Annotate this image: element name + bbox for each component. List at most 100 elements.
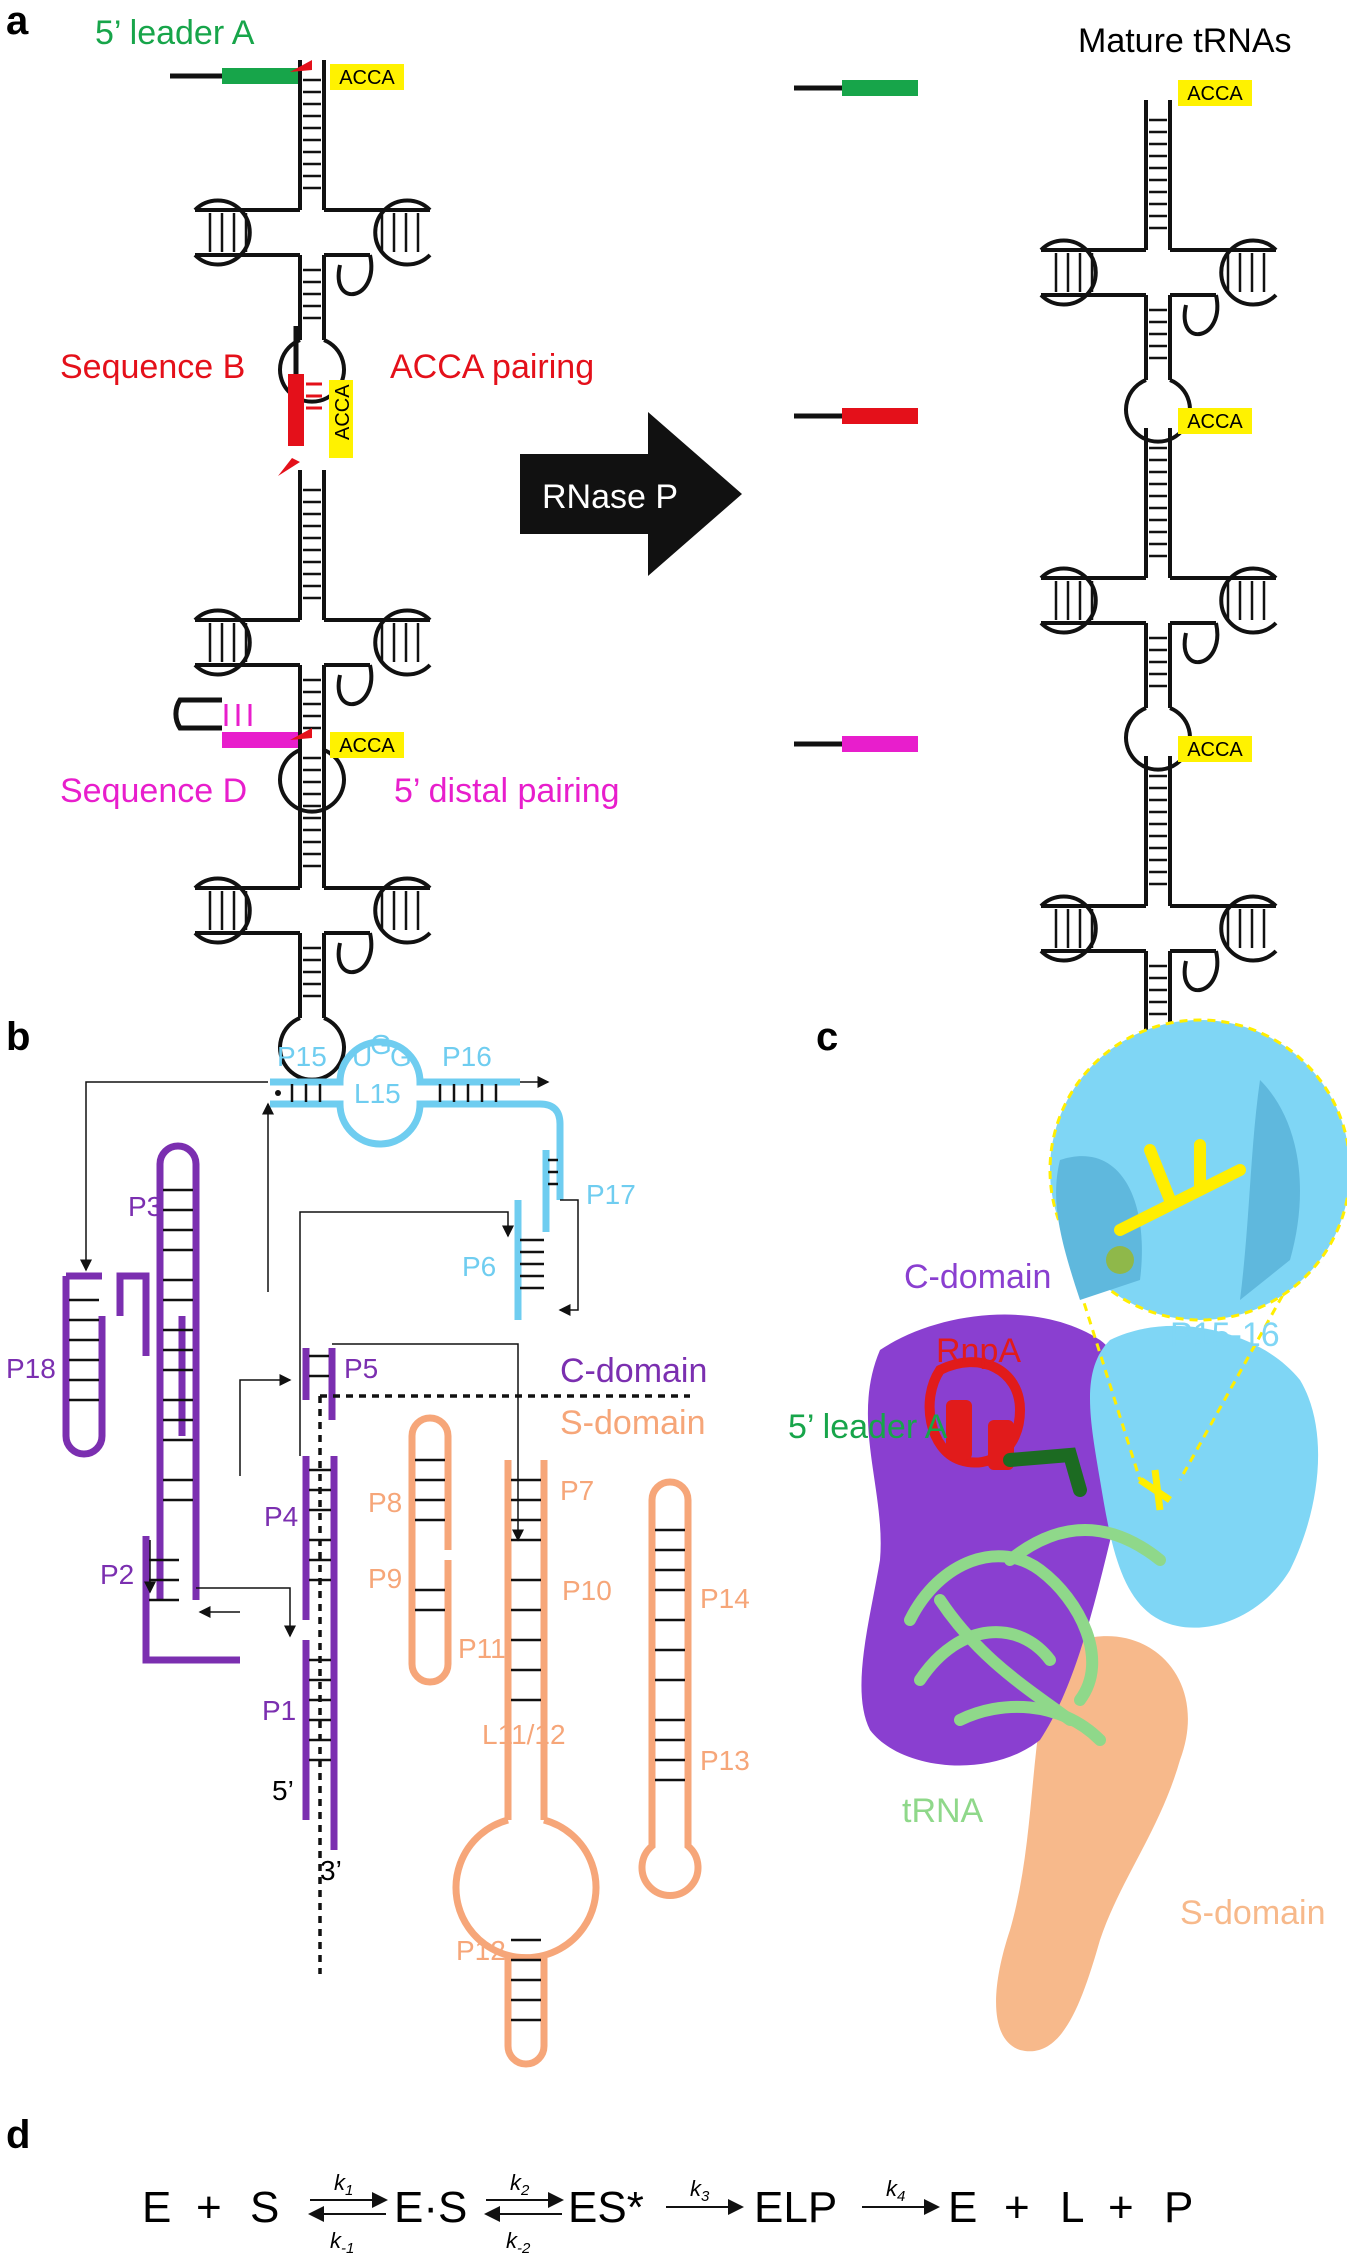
mature-trna-2 [1039, 426, 1278, 772]
k3-label: k3 [690, 2176, 710, 2205]
rnpa-label: RnpA [936, 1332, 1021, 1370]
s-domain-label-c: S-domain [1180, 1894, 1326, 1932]
km1-label: k-1 [330, 2228, 354, 2257]
c-domain-helices [62, 1142, 338, 1850]
acca-tag-2-text: ACCA [332, 384, 354, 440]
term-p: P [1164, 2183, 1193, 2232]
p15-p16-pairs [290, 1084, 498, 1102]
ugg-u-label: U [352, 1041, 372, 1072]
acca-tag-2 [329, 380, 353, 458]
mature-trnas: ACCA ACCA ACCA [1039, 80, 1278, 1100]
seq-d-hairpin-loop [173, 697, 222, 731]
mature-acca-tag-2-text: ACCA [1187, 411, 1243, 433]
ugg-g1-label: G [370, 1029, 392, 1060]
acca-tag-1 [330, 64, 404, 90]
c-domain-pairs [69, 1188, 331, 1762]
term-plus-1: + [196, 2183, 222, 2232]
mature-acca-tag-3-text: ACCA [1187, 739, 1243, 761]
seq-d-label: Sequence D [60, 772, 247, 810]
p4-label: P4 [264, 1501, 298, 1532]
term-e-2: E [948, 2183, 977, 2232]
rnase-p-rna-secondary-structure: P15 P16 L15 U G G P17 P6 [6, 1029, 750, 2068]
p7-label: P7 [560, 1475, 594, 1506]
p15-label: P15 [277, 1041, 327, 1072]
acca-tag-3-text: ACCA [339, 735, 395, 757]
mature-acca-tag-1-text: ACCA [1187, 83, 1243, 105]
precursor-trna-2-cloverleaf [193, 468, 432, 814]
cleaved-leaders [794, 80, 918, 752]
acca-pairing-lines [306, 382, 322, 410]
panel-d-letter: d [6, 2113, 30, 2157]
seq-b-label: Sequence B [60, 348, 245, 386]
acca-tag-3 [330, 732, 404, 758]
precursor-trna-leader-a: ACCA 5’ leader A [95, 14, 432, 404]
mature-trna-1 [1039, 98, 1278, 444]
cleavage-site-arrow-1 [290, 60, 312, 72]
k1-label: k1 [334, 2170, 353, 2199]
term-elp: ELP [754, 2183, 837, 2232]
p17-label: P17 [586, 1179, 636, 1210]
precursor-trna-sequence-b: ACCA Sequence B ACCA pairing [60, 326, 594, 814]
p6-label: P6 [462, 1251, 496, 1282]
mature-trnas-label: Mature tRNAs [1078, 22, 1292, 60]
five-prime-label: 5’ [272, 1775, 294, 1806]
p15-p16-region [270, 1038, 564, 1320]
term-es-star: ES* [568, 2183, 644, 2232]
seq-b-bar [288, 374, 304, 446]
p8-label: P8 [368, 1487, 402, 1518]
term-plus-2: + [1004, 2183, 1030, 2232]
l11-12-label: L11/12 [482, 1719, 566, 1750]
connector-arrows [80, 1076, 579, 1638]
rnase-p-arrow: RNase P [520, 412, 742, 576]
term-e-1: E [142, 2183, 171, 2232]
term-plus-3: + [1108, 2183, 1134, 2232]
leader-a-label-c: 5’ leader A [788, 1408, 948, 1446]
p3-label: P3 [128, 1191, 162, 1222]
km2-label: k-2 [506, 2228, 531, 2257]
p9-label: P9 [368, 1563, 402, 1594]
acca-tag-1-text: ACCA [339, 67, 395, 89]
trna-label: tRNA [902, 1792, 984, 1830]
cleaved-leader-a [842, 80, 918, 96]
precursor-trna-sequence-d: ACCA Sequence D 5’ distal pairing [60, 697, 620, 1082]
s-domain-pairs [415, 1458, 685, 2022]
trna-ribbon [904, 1524, 1166, 1746]
leader-a-ribbon [1003, 1447, 1087, 1497]
p10-label: P10 [562, 1575, 612, 1606]
cleaved-seq-d [842, 736, 918, 752]
p15-16-surface [1090, 1325, 1319, 1628]
cleavage-site-arrow-2 [278, 458, 300, 476]
p11-label: P11 [458, 1633, 506, 1664]
kinetic-scheme: E + S k1 k-1 E·S k2 k-2 ES* k3 ELP k4 E … [142, 2170, 1193, 2257]
leader-a-label: 5’ leader A [95, 14, 255, 52]
p12-label: P12 [456, 1935, 506, 1966]
nucleotide-highlight [1138, 1469, 1172, 1511]
p14-label: P14 [700, 1583, 750, 1614]
cleaved-seq-b [842, 408, 918, 424]
seq-d-bar [222, 732, 298, 748]
p15-wobble-dot [275, 1090, 281, 1096]
rnase-p-label: RNase P [542, 478, 678, 516]
p2-label: P2 [100, 1559, 134, 1590]
three-prime-label: 3’ [320, 1855, 342, 1886]
mature-acca-tag-3 [1178, 736, 1252, 762]
p5-label: P5 [344, 1353, 378, 1384]
term-es: E·S [394, 2183, 467, 2232]
c-domain-label-b: C-domain [560, 1352, 707, 1390]
k2-label: k2 [510, 2170, 530, 2199]
crystal-structure-render: C-domain RnpA P15-16 5’ leader A S-domai… [788, 1018, 1347, 2052]
term-l: L [1060, 2183, 1084, 2232]
distal-pairing-label: 5’ distal pairing [394, 772, 620, 810]
mature-acca-tag-2 [1178, 408, 1252, 434]
mature-acca-tag-1 [1178, 80, 1252, 106]
s-domain-helices [408, 1414, 702, 2068]
panel-a-letter: a [6, 0, 29, 43]
c-domain-label-c: C-domain [904, 1258, 1051, 1296]
cleavage-site-arrow-3 [290, 728, 312, 740]
acca-pairing-label: ACCA pairing [390, 348, 594, 386]
p15-16-label: P15-16 [1170, 1316, 1280, 1354]
p18-label: P18 [6, 1353, 56, 1384]
p13-label: P13 [700, 1745, 750, 1776]
panel-b-letter: b [6, 1015, 30, 1059]
